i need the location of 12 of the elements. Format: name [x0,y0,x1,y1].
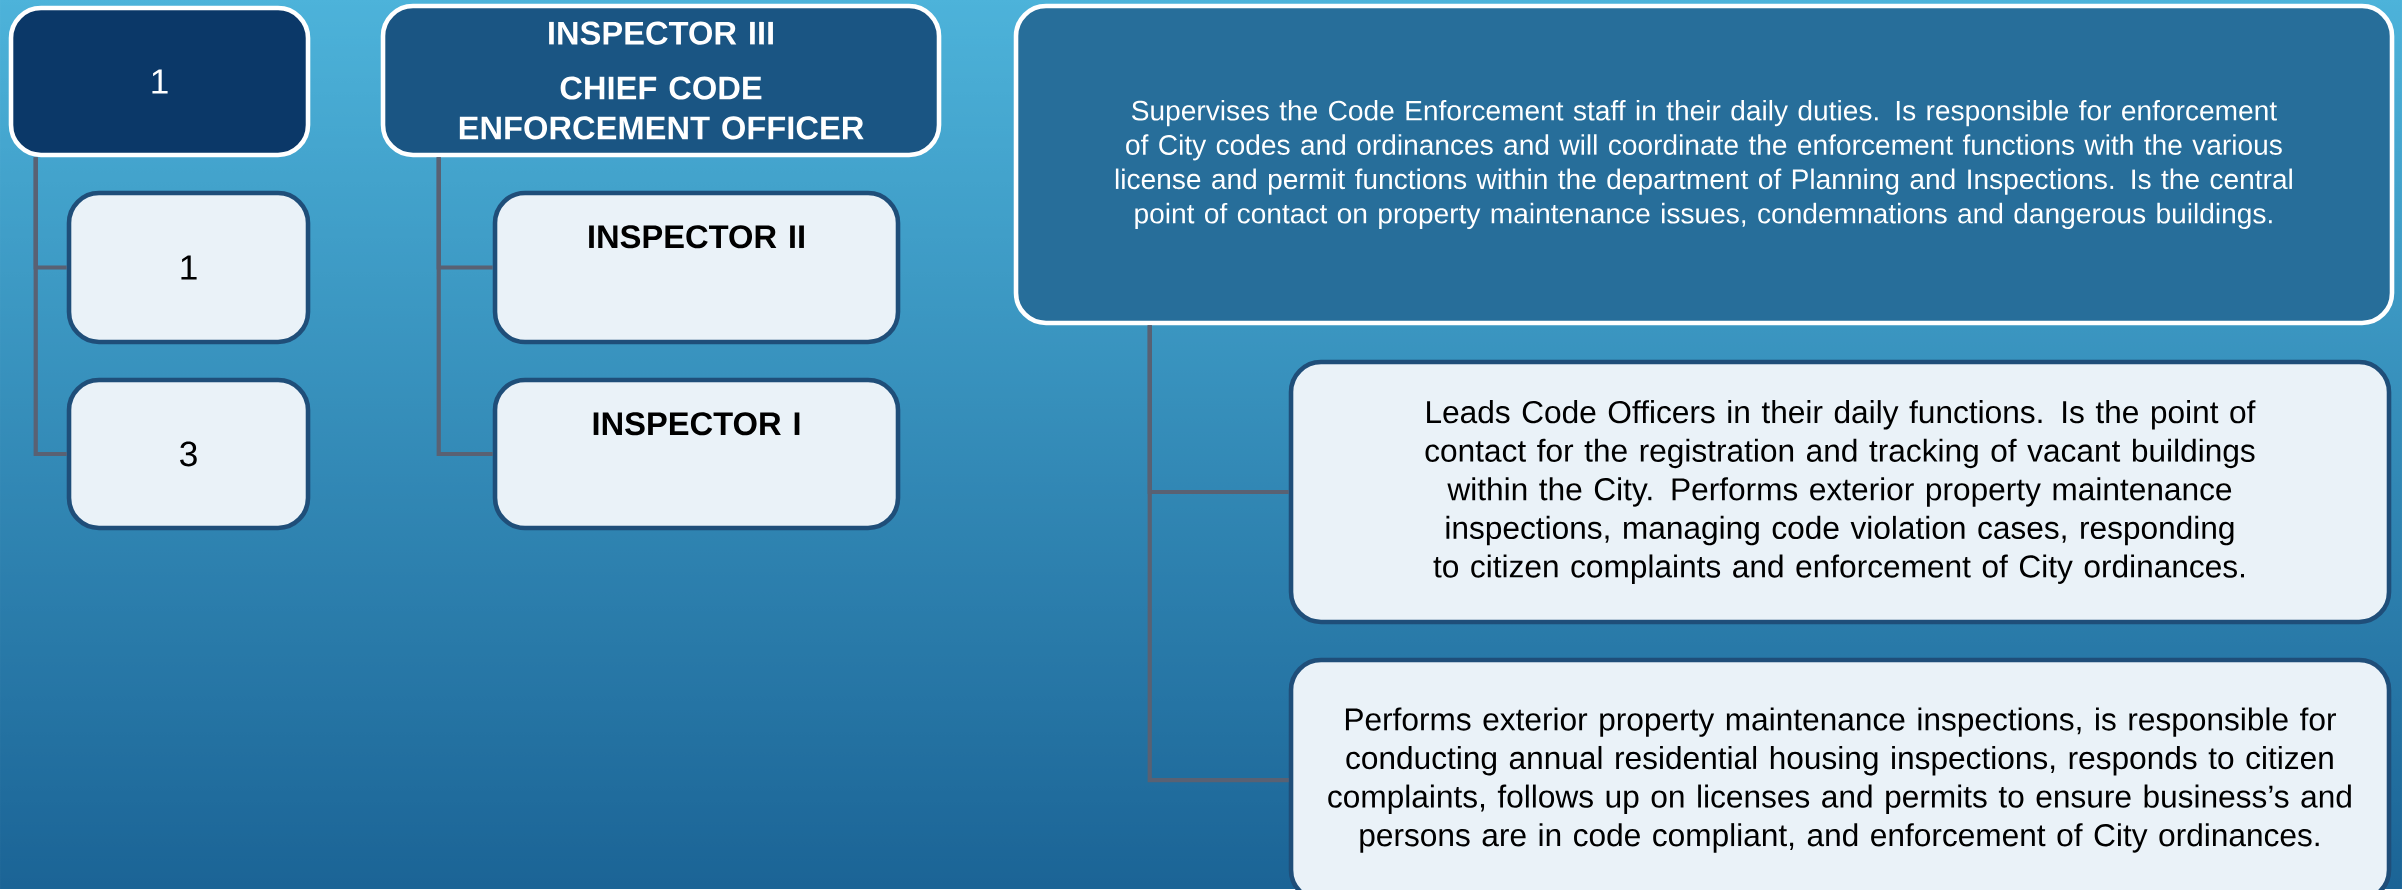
connector-line [436,157,493,457]
head-box: INSPECTOR III CHIEF CODE ENFORCEMENT OFFICER [380,3,942,158]
role-box: 1 [66,190,311,345]
head-box: 1 [8,5,311,158]
role-box: 3 [66,377,311,531]
role-box: Performs exterior property maintenance inspections, is responsible for conducting annual residential housing inspections, responds to citizen complaints, follows up on licenses and permits to ensure business’s and persons are in code compliant, and enforcement of City ordinances. [1288,657,2392,890]
connector-line [33,157,67,457]
role-box: INSPECTOR I [492,377,901,531]
description-box: Supervises the Code Enforcement staff in their daily duties. Is responsible for enforcement of City codes and ordinances and will coordinate the enforcement functions with the various license and permit functions within the department of Planning and Inspections. Is the central point of contact on property maintenance issues, condemnations and dangerous buildings. [1013,3,2395,326]
connector-line [1147,325,1289,783]
role-box: INSPECTOR II [492,190,901,345]
role-box: Leads Code Officers in their daily functions. Is the point of contact for the registration and tracking of vacant buildings within the City. Performs exterior property maintenance inspections, managing code violation cases, responding to citizen complaints and enforcement of City ordinances. [1288,359,2392,625]
